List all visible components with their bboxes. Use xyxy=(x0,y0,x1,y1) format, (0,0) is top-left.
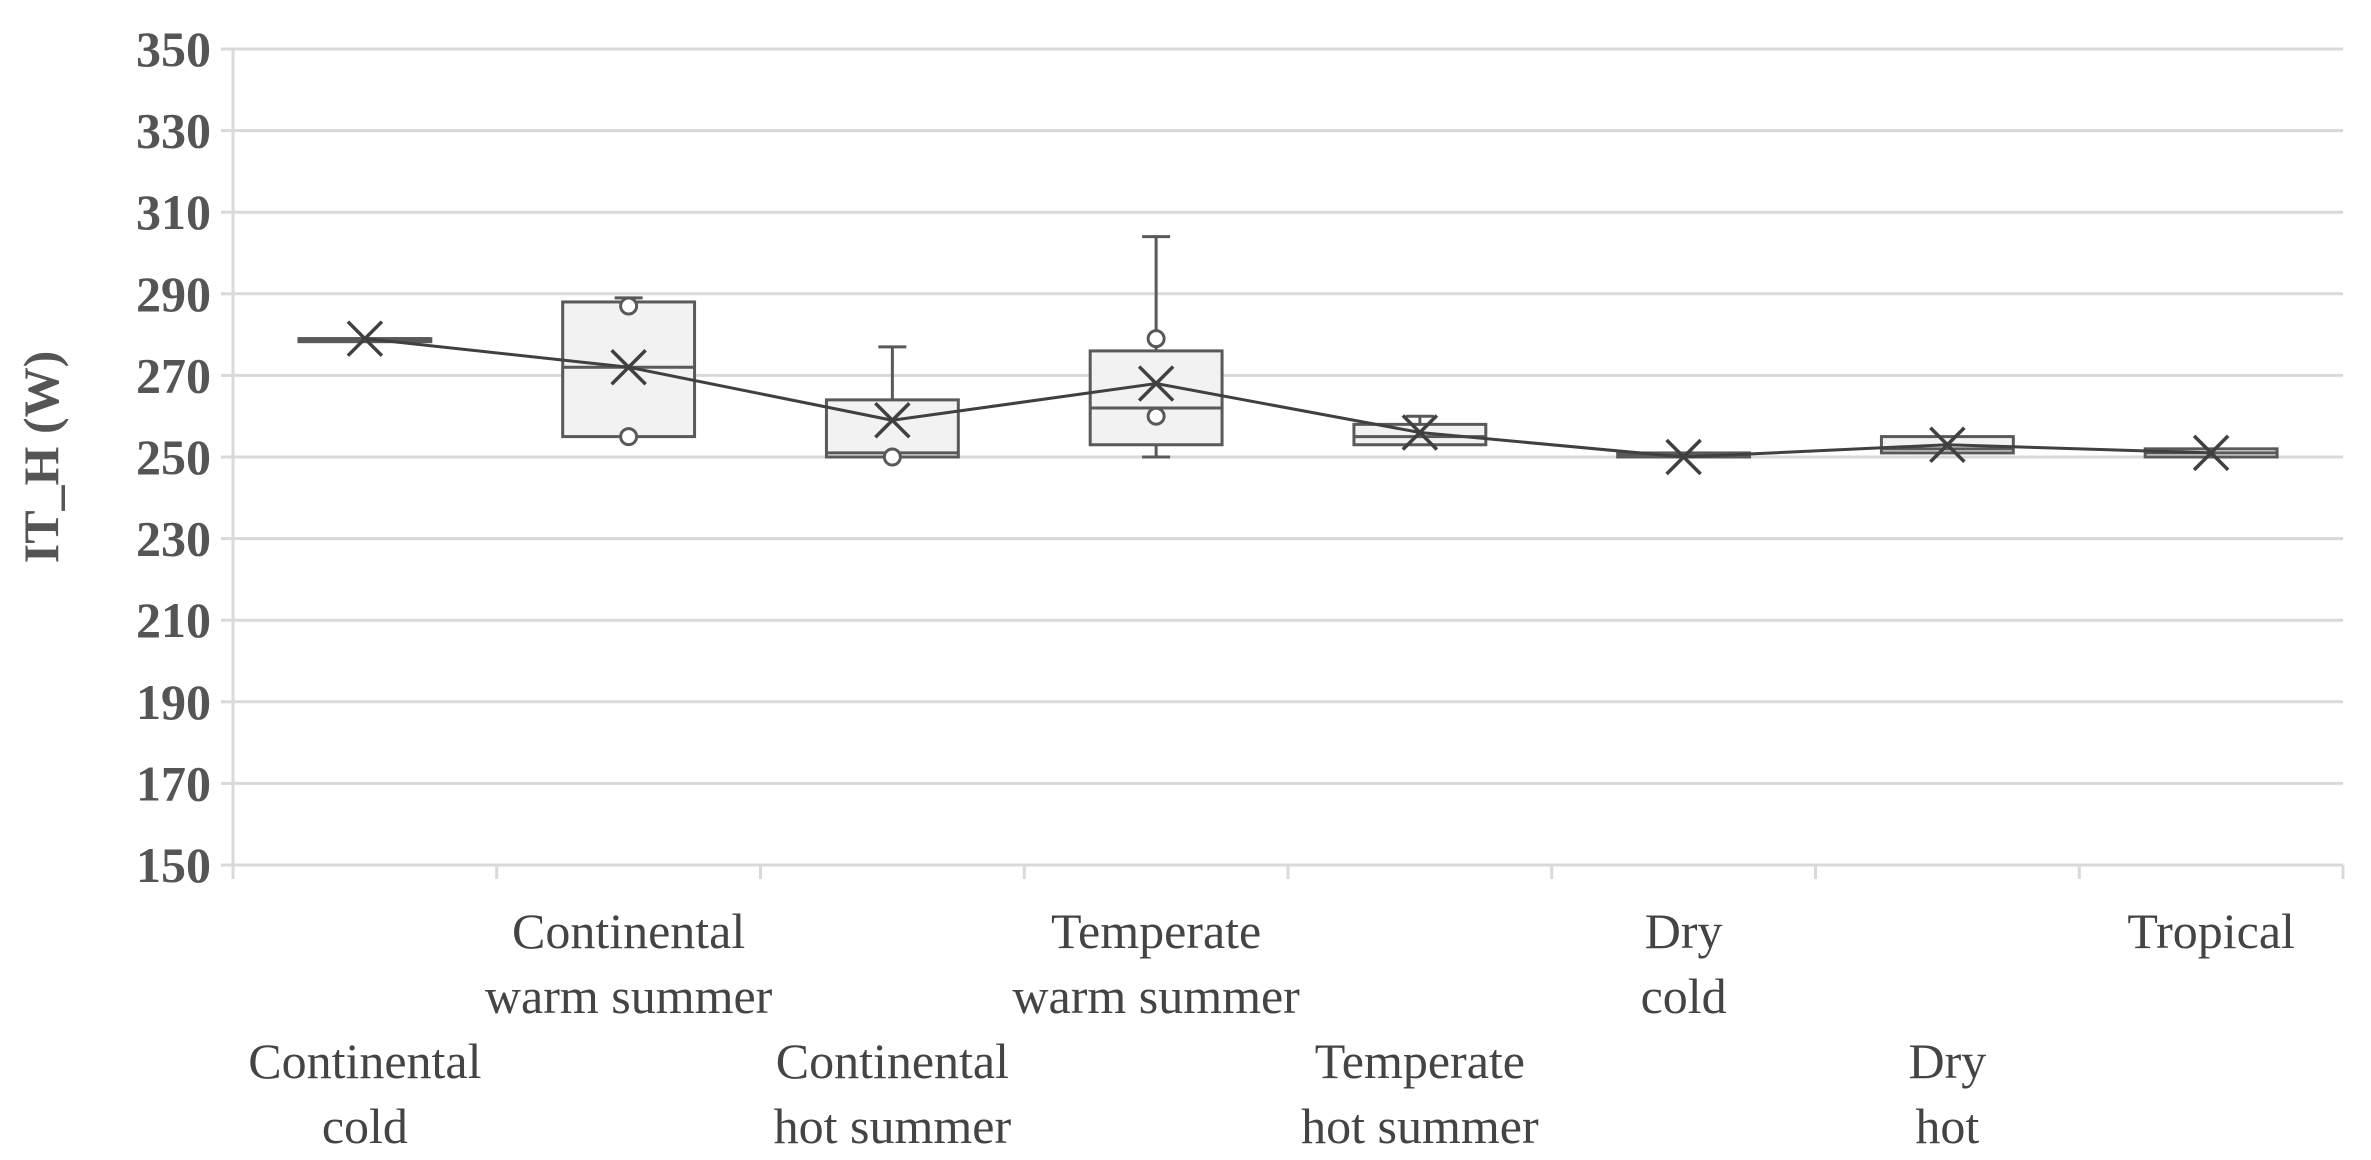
y-tick-label: 190 xyxy=(136,674,211,730)
category-label: cold xyxy=(1641,968,1727,1024)
mean-marker xyxy=(346,320,384,357)
outlier-point xyxy=(1146,406,1166,426)
category-label: Continental xyxy=(512,903,745,959)
category-label: warm summer xyxy=(1012,968,1300,1024)
y-tick-label: 310 xyxy=(136,184,211,240)
mean-marker xyxy=(874,402,911,439)
y-tick-label: 270 xyxy=(136,347,211,403)
outlier-point xyxy=(1146,329,1166,349)
mean-marker-stroke xyxy=(610,349,647,386)
y-tick-label: 350 xyxy=(136,21,211,77)
y-axis-title: IT_H (W) xyxy=(13,351,69,564)
mean-marker xyxy=(1401,414,1439,451)
box-iqr xyxy=(1088,349,1224,447)
category-label: Tropical xyxy=(2127,903,2295,959)
category-label: cold xyxy=(322,1098,408,1154)
mean-marker-stroke xyxy=(1137,365,1175,402)
y-tick-label: 230 xyxy=(136,511,211,567)
y-tick-label: 170 xyxy=(136,755,211,811)
mean-marker xyxy=(1137,365,1175,402)
mean-marker xyxy=(1929,426,1966,463)
y-tick-label: 330 xyxy=(136,103,211,159)
y-tick-label: 250 xyxy=(136,429,211,485)
mean-marker-stroke xyxy=(1665,438,1702,476)
category-label: Continental xyxy=(248,1033,481,1089)
box-iqr xyxy=(824,398,960,459)
box-group xyxy=(561,296,697,447)
category-label: Temperate xyxy=(1051,903,1261,959)
y-tick-label: 210 xyxy=(136,592,211,648)
y-tick-labels: 150 170 190 210 230 250 270 290 310 330 350 xyxy=(136,21,211,893)
axes xyxy=(221,47,2345,879)
category-label: hot xyxy=(1915,1098,1979,1154)
y-tick-label: 150 xyxy=(136,837,211,893)
mean-marker-stroke xyxy=(1929,426,1966,463)
mean-marker xyxy=(1665,438,1702,476)
mean-marker xyxy=(2192,434,2230,472)
y-tick-label: 290 xyxy=(136,266,211,322)
mean-marker-stroke xyxy=(1401,414,1439,451)
category-label: hot summer xyxy=(774,1098,1012,1154)
category-label: warm summer xyxy=(485,968,773,1024)
mean-marker-stroke xyxy=(2192,434,2230,472)
mean-line xyxy=(364,337,2212,459)
box-group xyxy=(1088,235,1224,459)
category-label: Dry xyxy=(1908,1033,1986,1089)
outlier-point xyxy=(619,296,639,316)
boxes xyxy=(297,235,2279,467)
mean-marker-stroke xyxy=(346,320,384,357)
category-label: Temperate xyxy=(1315,1033,1525,1089)
mean-series xyxy=(346,320,2230,476)
category-label: hot summer xyxy=(1301,1098,1539,1154)
mean-marker-stroke xyxy=(874,402,911,439)
gridlines xyxy=(233,47,2343,785)
box-group xyxy=(824,345,960,467)
outlier-point xyxy=(619,427,639,447)
mean-marker xyxy=(610,349,647,386)
outlier-point xyxy=(882,447,902,467)
category-label: Dry xyxy=(1645,903,1723,959)
category-label: Continental xyxy=(776,1033,1009,1089)
